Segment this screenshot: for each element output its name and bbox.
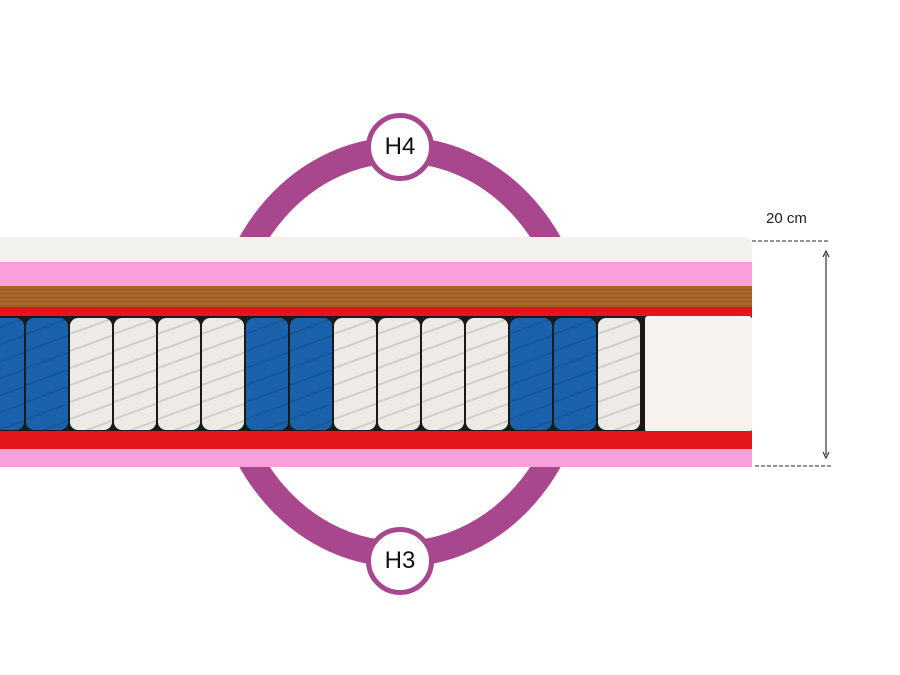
spring-blue: [554, 318, 596, 430]
spring-blue: [246, 318, 288, 430]
spring-white: [466, 318, 508, 430]
spring-blue: [510, 318, 552, 430]
spring-blue: [26, 318, 68, 430]
top-foam-layer: [0, 237, 752, 263]
spring-blue: [290, 318, 332, 430]
firmness-badge-top: H4: [366, 113, 434, 181]
spring-white: [334, 318, 376, 430]
spring-white: [158, 318, 200, 430]
red-layer-bottom: [0, 431, 752, 450]
pink-foam-layer-bottom: [0, 449, 752, 467]
height-label: 20 cm: [766, 210, 807, 227]
spring-white: [598, 318, 640, 430]
firmness-badge-bottom: H3: [366, 527, 434, 595]
coconut-layer: [0, 286, 752, 307]
spring-white: [422, 318, 464, 430]
pink-foam-layer-top: [0, 262, 752, 286]
spring-white: [114, 318, 156, 430]
spring-white: [378, 318, 420, 430]
spring-blue: [0, 318, 24, 430]
edge-foam-block: [645, 316, 752, 432]
arrow-heads-icon: [822, 249, 830, 460]
spring-white: [70, 318, 112, 430]
red-layer-top: [0, 307, 752, 317]
spring-white: [202, 318, 244, 430]
